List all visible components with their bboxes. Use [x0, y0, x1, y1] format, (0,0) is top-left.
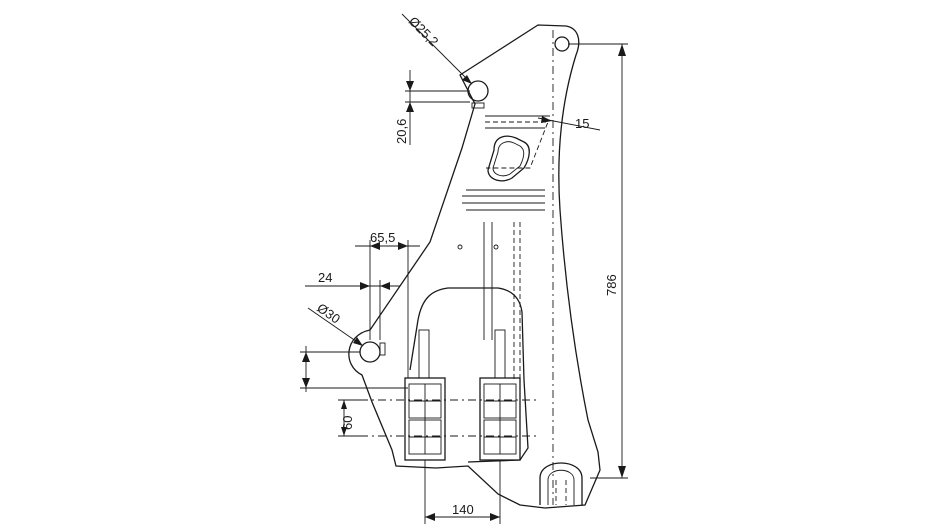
stiffener-hidden — [513, 222, 521, 380]
dim-line-65-5 — [355, 240, 420, 378]
oblong-cutout — [487, 135, 530, 182]
pad-block-right — [479, 377, 521, 461]
dim-20-6-label: 20,6 — [394, 119, 409, 144]
rod-right — [494, 329, 506, 379]
dim-60-label: 60 — [340, 416, 355, 430]
dim-line-140 — [424, 460, 501, 524]
dim-24-label: 24 — [318, 270, 332, 285]
top-pivot-hole — [554, 36, 570, 52]
dim-65-5-label: 65,5 — [370, 230, 395, 245]
inner-arch — [409, 287, 529, 463]
small-hole-2 — [493, 244, 499, 250]
dim-line-786 — [568, 43, 628, 479]
lower-pin-hole — [359, 341, 381, 363]
top-pin-slot — [471, 102, 485, 109]
bottom-hook-hidden — [555, 480, 567, 505]
pad-block-left — [404, 377, 446, 461]
rod-left — [418, 329, 430, 379]
dim-15-label: 15 — [575, 116, 589, 131]
dim-leader-d25 — [401, 13, 473, 85]
bracket-outline — [348, 24, 601, 509]
dim-line-20-6 — [405, 70, 470, 145]
dim-d25-label: Ø25,2 — [406, 14, 442, 50]
top-pin-hole — [467, 80, 489, 102]
lower-pin-slot — [379, 342, 386, 356]
bottom-hook-inner — [547, 469, 575, 505]
stiffener-left — [483, 222, 493, 340]
dim-786-label: 786 — [604, 274, 619, 296]
dim-leader-d30 — [307, 307, 364, 347]
dim-140-label: 140 — [452, 502, 474, 517]
small-hole-1 — [457, 244, 463, 250]
oblong-cutout-inner — [492, 141, 525, 177]
bottom-hook — [539, 462, 583, 505]
